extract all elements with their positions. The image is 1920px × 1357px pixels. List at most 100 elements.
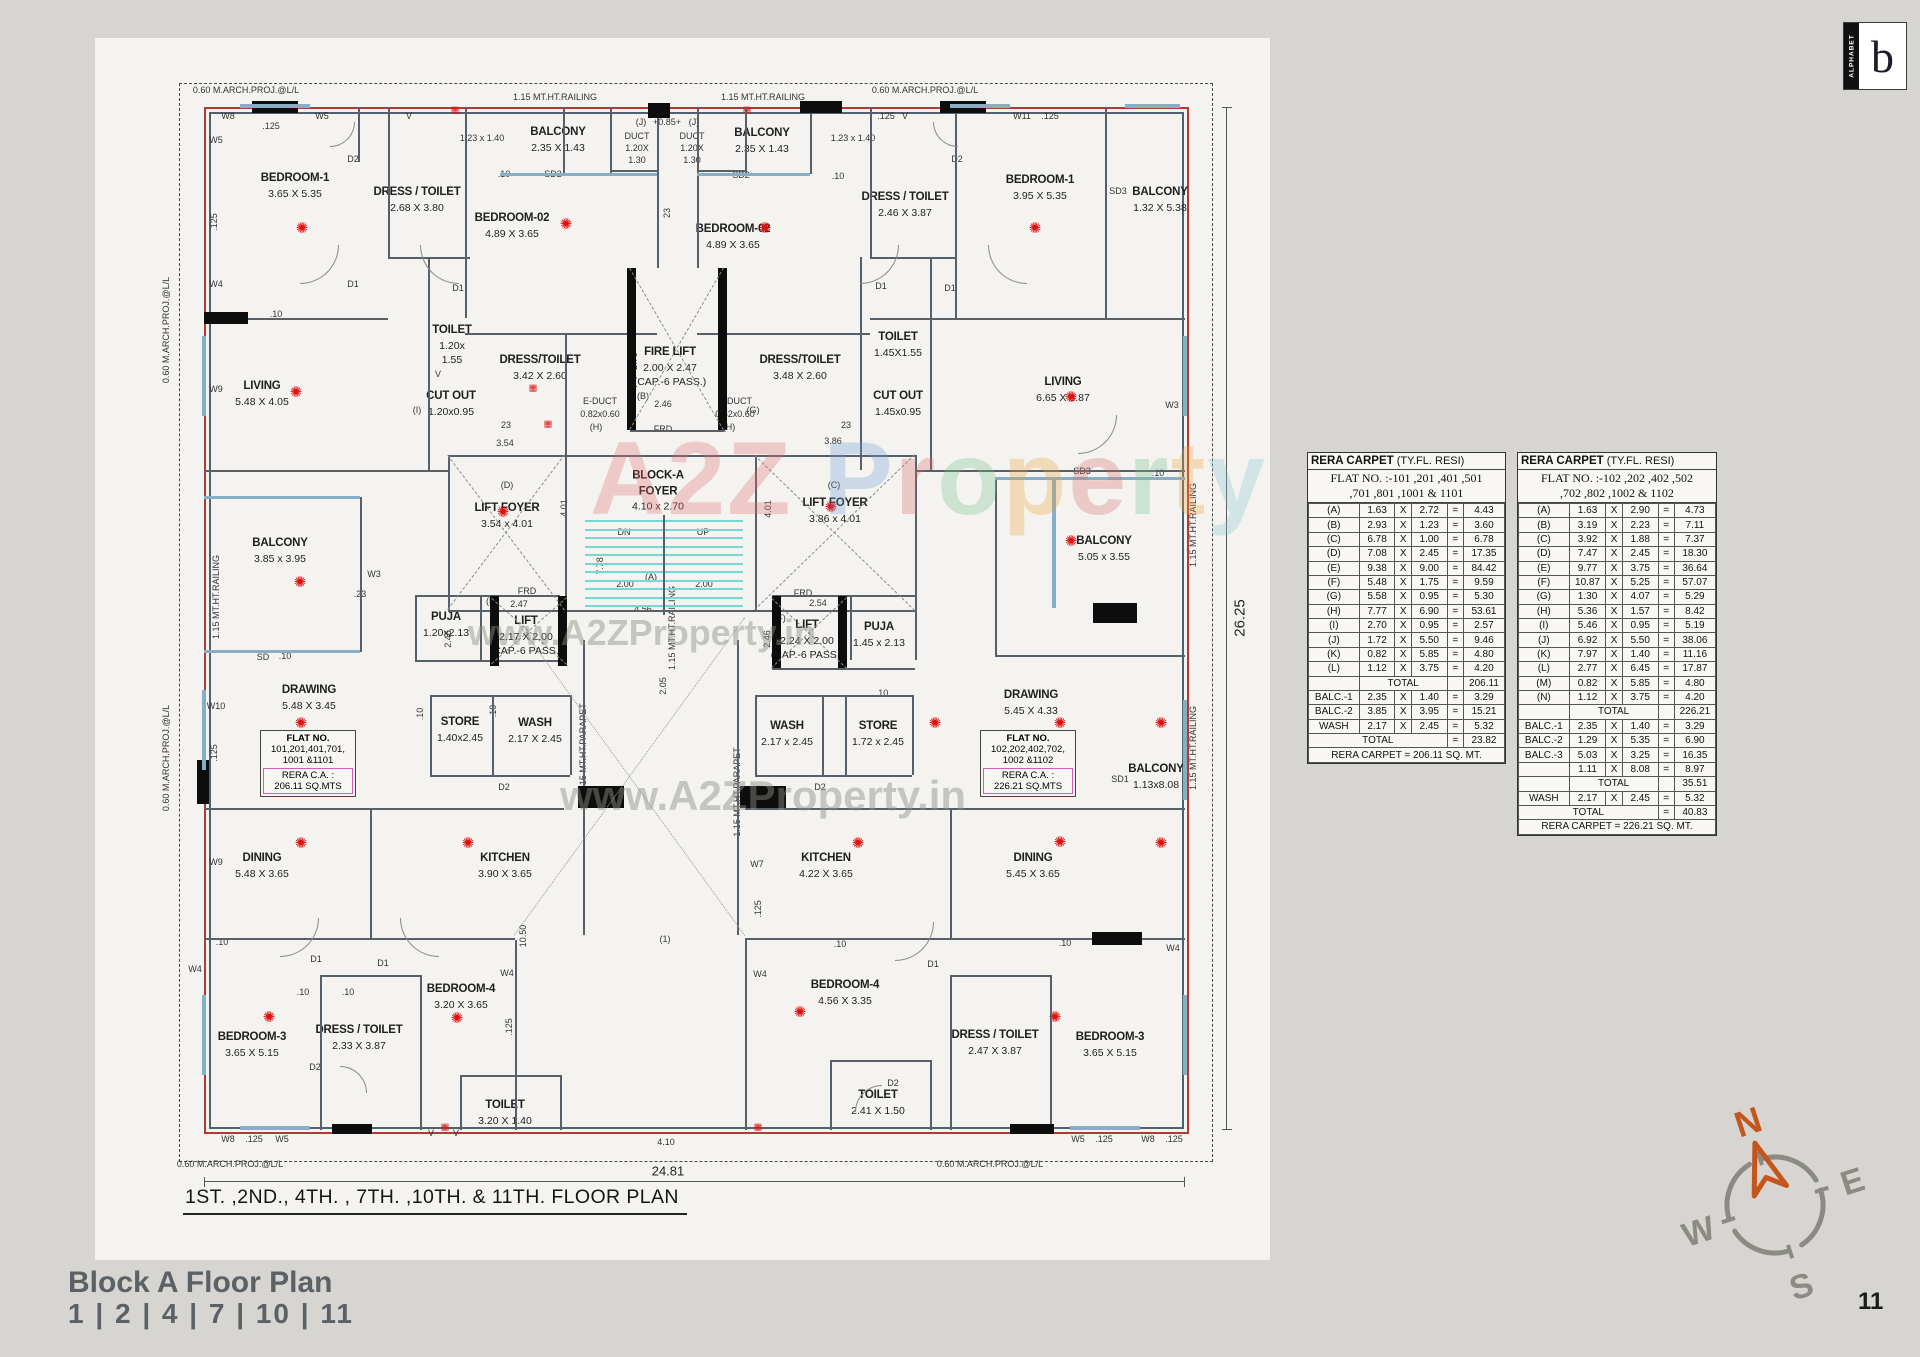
room-dimension: (CAP.-6 PASS.) (770, 648, 844, 661)
ceiling-fan-icon: ✺ (293, 574, 307, 591)
table-cell: 35.51 (1673, 776, 1717, 792)
table-cell: = (1657, 546, 1675, 562)
table-cell: X (1394, 589, 1412, 605)
flat-no-list: 1001 &1101 (282, 755, 334, 766)
table-cell: = (1657, 603, 1675, 620)
plan-annotation: 2.05 (658, 677, 668, 695)
plan-annotation: 4.10 (657, 1137, 675, 1147)
plan-annotation: 23 (500, 420, 512, 430)
table-cell: 0.95 (1410, 617, 1448, 634)
room-name: BEDROOM-4 (810, 979, 880, 992)
table-cell: 4.80 (1462, 646, 1506, 663)
plan-annotation: 1.23 x 1.40 (459, 133, 505, 143)
room-dimension: 2.33 X 3.87 (332, 1039, 386, 1052)
wall-segment (430, 775, 570, 777)
room-dimension: 1.32 X 5.38 (1133, 201, 1187, 214)
table-cell: 1.57 (1621, 603, 1659, 620)
window-line (204, 650, 360, 653)
table-cell: (F) (1308, 574, 1360, 591)
table-cell: (J) (1308, 632, 1360, 648)
table-cell: X (1605, 661, 1623, 677)
table-cell: = (1446, 718, 1464, 735)
table-cell: 2.57 (1462, 617, 1506, 634)
wall-segment (870, 257, 955, 259)
room-dimension: 1.20x (439, 339, 465, 352)
plan-annotation: W3 (367, 569, 381, 579)
table-cell: X (1394, 603, 1412, 620)
table-cell: WASH (1518, 790, 1570, 806)
plan-annotation: FRD (517, 586, 537, 596)
room-name: PUJA (864, 621, 894, 634)
plan-annotation: .10 (278, 651, 292, 661)
table-cell: = (1657, 517, 1675, 533)
plan-annotation: D1 (310, 954, 322, 964)
table-cell: RERA CARPET = 206.11 SQ. MT. (1308, 747, 1505, 763)
plan-annotation: 0.60 M.ARCH.PROJ.@L/L (176, 1159, 284, 1169)
plan-annotation: 0.60 M.ARCH.PROJ.@L/L (161, 704, 171, 812)
table-cell: (E) (1308, 560, 1360, 576)
table-cell: 9.77 (1568, 560, 1607, 576)
table-cell: 1.30 (1568, 589, 1607, 605)
room-dimension: 5.05 x 3.55 (1078, 550, 1130, 563)
wall-segment (204, 470, 448, 472)
wall-segment (565, 455, 567, 610)
table-cell: 3.29 (1462, 689, 1506, 706)
compass-east-label: E (1836, 1160, 1869, 1203)
room-dimension: 6.65 X 3.87 (1036, 391, 1090, 404)
rera-ca-value: 206.11 SQ.MTS (274, 781, 342, 792)
table-cell: (J) (1518, 632, 1570, 648)
table-cell: X (1394, 560, 1412, 576)
table-cell: 226.21 (1673, 704, 1717, 720)
room-dimension: 3.65 X 5.35 (268, 187, 322, 200)
plan-annotation: W9 (209, 857, 223, 867)
table-cell: 5.32 (1673, 790, 1717, 806)
flat-no-box-right: FLAT NO. 102,202,402,702, 1002 &1102 RER… (980, 730, 1076, 797)
plan-annotation: D2 (347, 154, 359, 164)
wall-block (648, 103, 670, 118)
table-cell: = (1657, 675, 1675, 691)
table-cell: 2.45 (1621, 790, 1659, 806)
table-cell: 3.29 (1673, 718, 1717, 735)
plan-annotation: 2.46 (443, 630, 453, 648)
table-cell: 36.64 (1673, 560, 1717, 576)
table-cell (1446, 675, 1464, 691)
table-cell: = (1657, 747, 1675, 763)
watermark-letter: r (894, 421, 938, 537)
wall-block (1093, 603, 1137, 623)
table-cell: 7.97 (1568, 646, 1607, 663)
room-dimension: 5.45 X 4.33 (1004, 704, 1058, 717)
plan-annotation: SD (256, 652, 270, 662)
plan-annotation: 1.30 (683, 155, 701, 165)
table-cell: 0.95 (1621, 617, 1659, 634)
table-cell: 5.19 (1673, 617, 1717, 634)
flat-no-list: 102,202,402,702, (991, 744, 1065, 755)
room-name: LIFT (795, 619, 819, 632)
table-cell: 2.17 (1568, 790, 1607, 806)
plan-annotation: .125 (209, 744, 219, 762)
table-cell: 5.46 (1568, 617, 1607, 634)
table-cell: 5.50 (1621, 632, 1659, 648)
plan-annotation: W4 (1166, 943, 1180, 953)
window-line (202, 690, 206, 770)
table-cell: 8.97 (1673, 761, 1717, 778)
wall-segment (415, 595, 560, 597)
table-cell: (B) (1308, 517, 1360, 533)
room-name: DRESS/TOILET (499, 354, 581, 367)
table-cell: = (1446, 689, 1464, 706)
